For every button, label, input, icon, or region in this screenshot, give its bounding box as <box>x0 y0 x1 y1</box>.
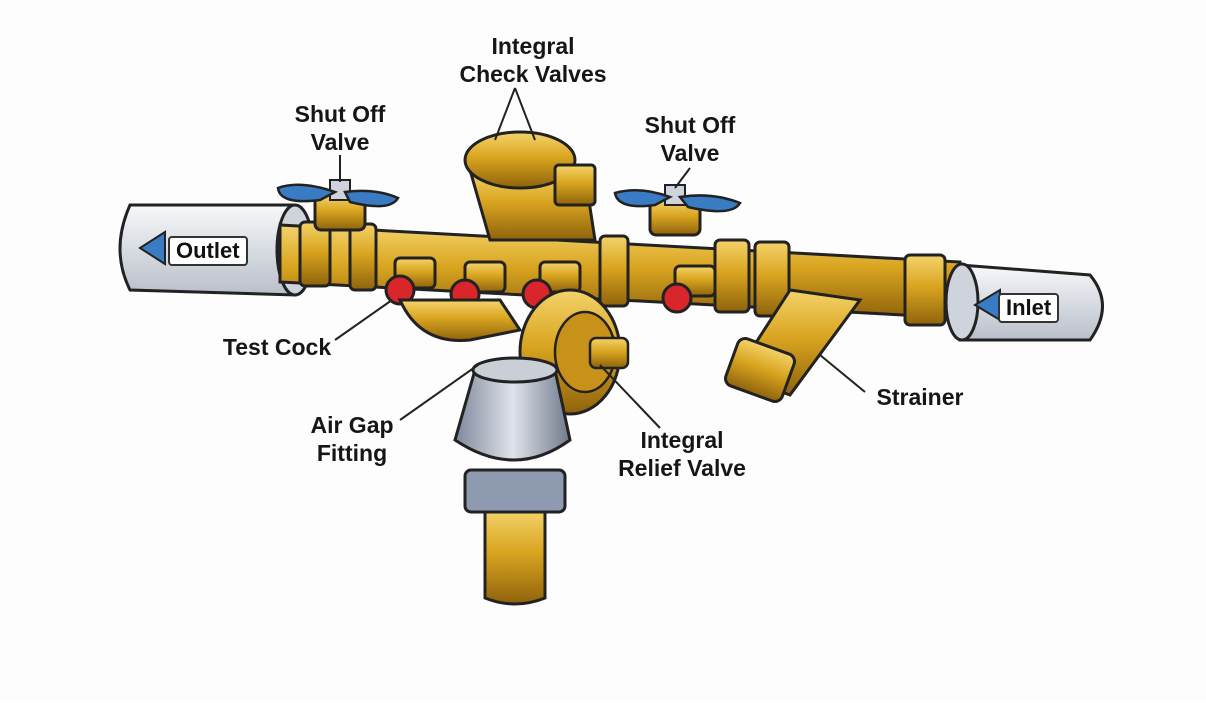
label-line: Shut Off <box>294 101 386 127</box>
label-line: Shut Off <box>644 112 736 138</box>
strainer-label: Strainer <box>876 384 964 410</box>
strainer-body <box>724 288 863 403</box>
valve-handle[interactable] <box>276 183 339 203</box>
label-line: Check Valves <box>459 61 607 87</box>
test-cock-label: Test Cock <box>222 334 332 360</box>
test-cocks <box>384 256 717 314</box>
valve-handle[interactable] <box>677 194 742 213</box>
label-line: Fitting <box>316 440 388 466</box>
check-valve-housing <box>463 130 597 242</box>
shutoff-valve-right <box>613 184 742 237</box>
leader-lines <box>334 87 866 429</box>
relief-valve-label: Integral Relief Valve <box>618 426 746 482</box>
outlet-label: Outlet <box>168 236 248 266</box>
inlet-label: Inlet <box>998 293 1060 323</box>
label-line: Integral <box>640 427 724 453</box>
air-gap-fitting-label: Air Gap Fitting <box>310 411 393 467</box>
valve-handle[interactable] <box>613 189 674 208</box>
valve-handle[interactable] <box>343 189 400 208</box>
shutoff-valve-left <box>276 179 400 232</box>
label-line: Valve <box>660 140 720 166</box>
label-line: Valve <box>310 129 370 155</box>
shutoff-valve-left-label: Shut Off Valve <box>295 100 386 156</box>
air-gap-fitting <box>453 356 572 606</box>
label-line: Air Gap <box>310 412 394 438</box>
check-valves-label: Integral Check Valves <box>459 32 606 88</box>
label-line: Integral <box>491 33 575 59</box>
shutoff-valve-right-label: Shut Off Valve <box>645 111 736 167</box>
outlet-arrow-icon <box>138 230 166 266</box>
label-line: Relief Valve <box>618 455 746 481</box>
pipe-nuts <box>298 220 947 327</box>
